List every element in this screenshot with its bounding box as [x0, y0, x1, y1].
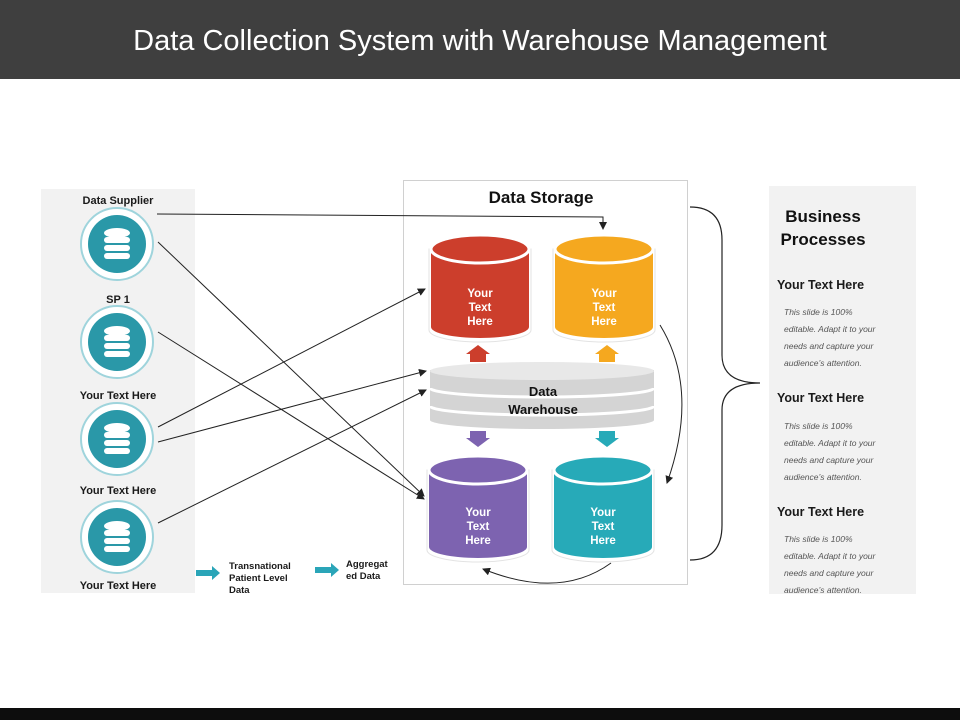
business-item-body-3: This slide is 100% editable. Adapt it to…	[784, 531, 902, 599]
cylinder-yellow-label-3: Here	[591, 316, 617, 328]
body-line: This slide is 100%	[784, 534, 853, 544]
business-item-heading-2: Your Text Here	[777, 391, 865, 405]
title-bar: Data Collection System with Warehouse Ma…	[0, 0, 960, 79]
source-circle-1	[80, 207, 154, 281]
source-label-sp1: SP 1	[106, 294, 130, 306]
business-item-body-1: This slide is 100% editable. Adapt it to…	[784, 304, 902, 372]
arrow-up-red	[466, 345, 490, 362]
flow-arrow-1	[196, 566, 220, 580]
body-line: needs and capture your	[784, 568, 874, 578]
body-line: editable. Adapt it to your	[784, 324, 876, 334]
arrow-down-purple	[466, 431, 490, 447]
flow-label-line: Transnational	[229, 561, 291, 572]
business-title-line-2: Processes	[780, 230, 866, 249]
footer-bar	[0, 708, 960, 720]
body-line: editable. Adapt it to your	[784, 551, 876, 561]
flow-arrow-2	[315, 563, 339, 577]
source-label-4: Your Text Here	[79, 485, 157, 497]
cylinder-teal	[551, 454, 655, 563]
body-line: audience’s attention.	[784, 585, 862, 595]
flow-label-aggregated: Aggregat ed Data	[346, 559, 388, 583]
warehouse-label-2: Warehouse	[508, 402, 578, 417]
data-storage-title: Data Storage	[488, 188, 594, 207]
business-item-heading-1: Your Text Here	[777, 278, 865, 292]
body-line: This slide is 100%	[784, 421, 853, 431]
source-circle-4	[80, 500, 154, 574]
cylinder-purple-label-2: Text	[467, 521, 490, 533]
body-line: needs and capture your	[784, 341, 874, 351]
cylinder-red-label-3: Here	[467, 316, 493, 328]
business-processes-panel	[769, 186, 916, 594]
warehouse-label-1: Data	[529, 384, 558, 399]
source-circle-3	[80, 402, 154, 476]
business-item-heading-3: Your Text Here	[777, 505, 865, 519]
source-label-data-supplier: Data Supplier	[82, 195, 154, 207]
flow-label-line: Data	[229, 585, 250, 596]
data-warehouse-stack	[428, 362, 656, 429]
body-line: needs and capture your	[784, 455, 874, 465]
flow-label-transnational: Transnational Patient Level Data	[229, 561, 291, 597]
business-item-body-2: This slide is 100% editable. Adapt it to…	[784, 418, 902, 486]
source-circle-2	[80, 305, 154, 379]
body-line: audience’s attention.	[784, 358, 862, 368]
cylinder-red	[428, 233, 532, 343]
flow-label-line: Aggregat	[346, 559, 388, 570]
cylinder-yellow-label-1: Your	[591, 288, 617, 300]
arrow-down-teal	[595, 431, 619, 447]
cylinder-yellow-label-2: Text	[593, 302, 616, 314]
business-title-line-1: Business	[785, 207, 861, 226]
cylinder-purple	[426, 454, 530, 563]
cylinder-yellow	[552, 233, 656, 343]
flow-label-line: ed Data	[346, 571, 381, 582]
cylinder-purple-label-1: Your	[465, 507, 491, 519]
body-line: audience’s attention.	[784, 472, 862, 482]
curly-brace	[689, 206, 761, 561]
cylinder-red-label-2: Text	[469, 302, 492, 314]
source-connectors	[156, 213, 683, 584]
source-label-3: Your Text Here	[79, 390, 157, 402]
cylinder-purple-label-3: Here	[465, 535, 491, 547]
arrow-up-yellow	[595, 345, 619, 362]
body-line: This slide is 100%	[784, 307, 853, 317]
source-label-5: Your Text Here	[79, 580, 157, 592]
cylinder-teal-label-3: Here	[590, 535, 616, 547]
body-line: editable. Adapt it to your	[784, 438, 876, 448]
cylinder-red-label-1: Your	[467, 288, 493, 300]
page-title: Data Collection System with Warehouse Ma…	[133, 25, 827, 57]
business-processes-title: Business Processes	[769, 205, 877, 251]
cylinder-teal-label-1: Your	[590, 507, 616, 519]
cylinder-teal-label-2: Text	[592, 521, 615, 533]
flow-label-line: Patient Level	[229, 573, 288, 584]
